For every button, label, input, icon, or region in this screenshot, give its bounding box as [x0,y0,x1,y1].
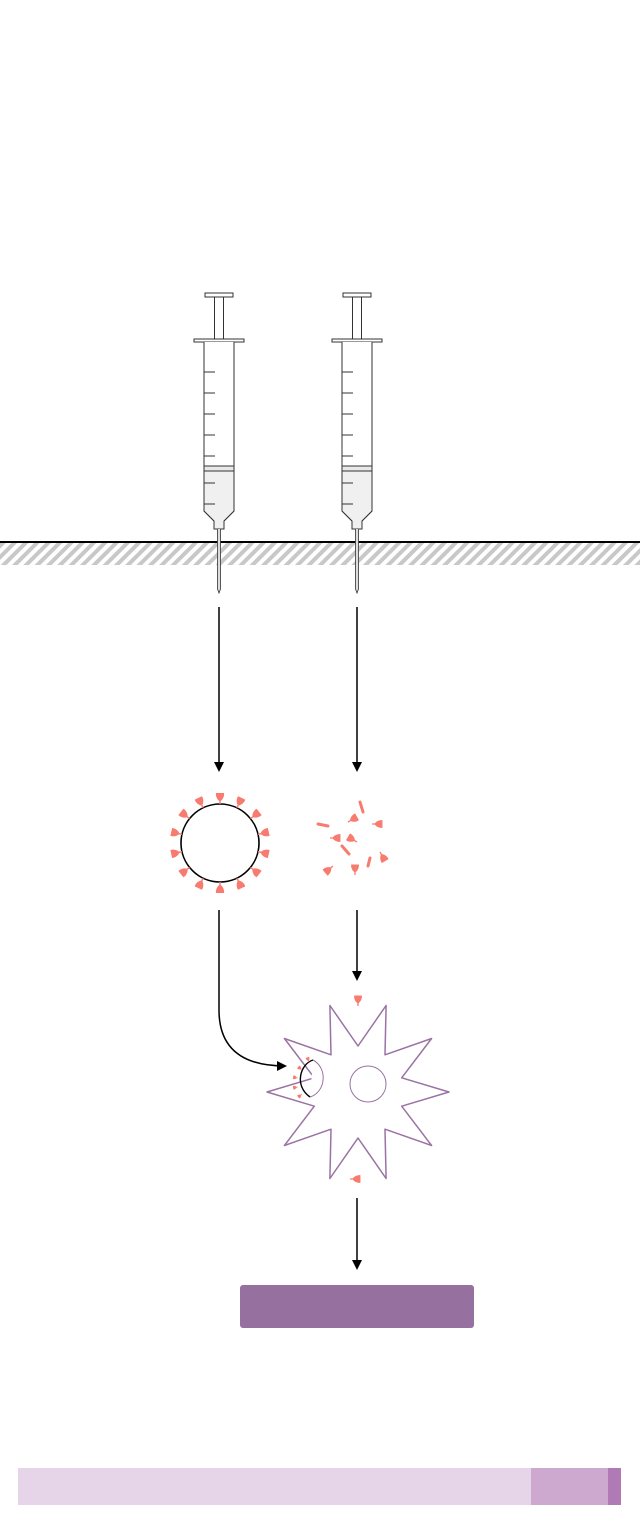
progress-bar [18,1468,621,1505]
spike-bottom [350,1175,361,1183]
spike-fragment [322,862,336,876]
virus-spike [215,793,225,804]
spike-stem-fragment [340,844,351,856]
arrow-icon-virus-to-cell [218,910,287,1071]
skin-layer [0,543,640,565]
engulfed-spike [292,1075,299,1080]
cell-nucleus [349,1065,387,1103]
immune-cell-icon [266,995,450,1183]
spike-fragment [330,834,341,842]
spike-fragment [345,833,359,846]
spike-stem-fragment [366,856,372,868]
spike-stem-fragment [316,822,330,828]
spike-top [354,995,362,1006]
segment-light [18,1468,532,1505]
spike-fragment [376,850,389,864]
virus-particle-icon [170,793,270,893]
segment-medium [531,1468,609,1505]
engulfed-virus [309,1059,324,1098]
outcome-box [240,1285,474,1328]
virus-spike [215,882,225,893]
spike-fragment [351,864,359,875]
spike-stem-fragment [358,800,365,814]
spike-fragment [346,813,360,826]
spike-fragments-icon [316,800,389,876]
segment-dark [608,1468,621,1505]
spike-fragment [372,820,383,828]
